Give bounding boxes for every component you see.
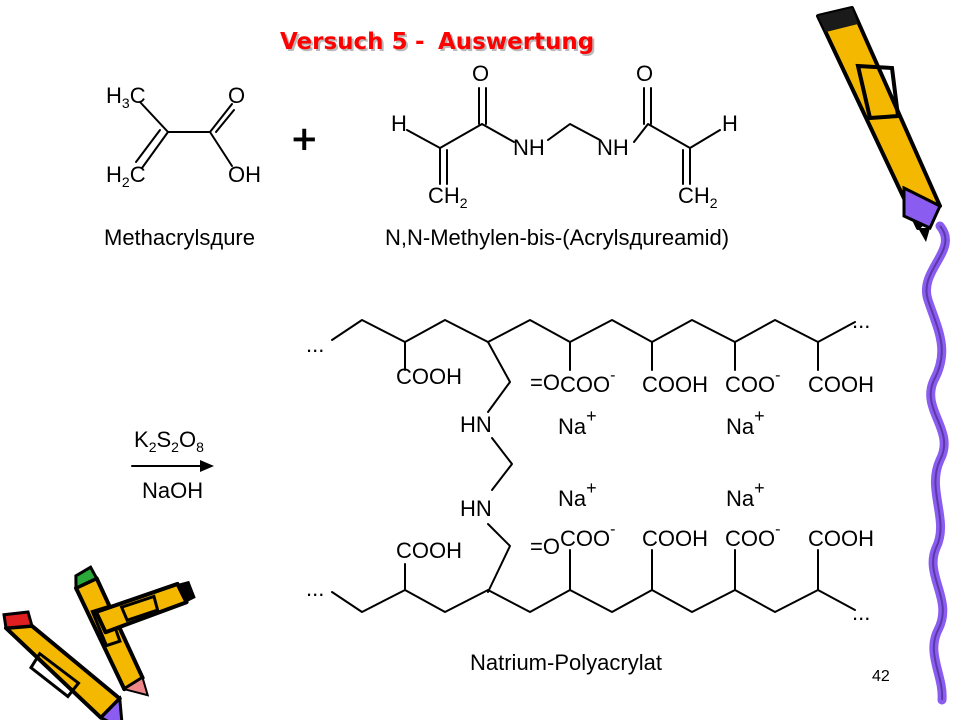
- bond-right-cc-double: [682, 147, 691, 185]
- bond-methylene-bridge: [547, 123, 601, 141]
- bond-chain: [139, 101, 233, 133]
- title-main-shadow: Versuch 5: [282, 31, 410, 57]
- atom-h2c: H2C: [106, 162, 146, 190]
- atom-nh-right: NH: [597, 135, 629, 160]
- wavy-line-edge: [925, 225, 947, 701]
- bond-coh: [209, 131, 233, 167]
- bottom-group-2: COO-: [560, 521, 615, 551]
- pencils-bottom-left-icon: [2, 565, 196, 720]
- title-sep: -: [415, 29, 425, 55]
- top-carbonyl-o: =O: [530, 370, 560, 395]
- top-ellipsis-left: ...: [306, 332, 324, 357]
- bottom-group-4: COO-: [725, 521, 780, 551]
- top-group-4: COO-: [725, 367, 780, 397]
- methacrylic-label: Methacrylsдure: [104, 225, 255, 250]
- atom-h3c: H3C: [106, 83, 146, 111]
- bond-left-co-double: [478, 87, 487, 125]
- title-main: Versuch 5: [280, 29, 408, 55]
- top-cation-2: Na+: [726, 406, 765, 439]
- top-group-2: COO-: [560, 367, 615, 397]
- bond-right-chain: [633, 123, 721, 149]
- slide-title: Versuch 5 Versuch 5 - Auswertung Auswert…: [280, 29, 596, 57]
- arrow-head-icon: [200, 460, 214, 472]
- bond-right-co-double: [643, 87, 652, 125]
- atom-o-right: O: [636, 61, 653, 86]
- condition-naoh: NaOH: [142, 478, 203, 503]
- bond-left-chain: [406, 123, 515, 149]
- atom-h-right: H: [722, 111, 738, 136]
- top-group-5: COOH: [808, 372, 874, 397]
- atom-o: O: [228, 83, 245, 108]
- atom-ch2-right: CH2: [678, 183, 718, 211]
- bottom-ellipsis-left: ...: [306, 576, 324, 601]
- atom-nh-left: NH: [513, 135, 545, 160]
- bottom-cation-1: Na+: [558, 478, 597, 511]
- reaction-arrow: K2S2O8 NaOH: [131, 427, 214, 503]
- bond-co-double: [215, 109, 235, 133]
- bond-left-cc-double: [439, 147, 448, 185]
- atom-oh: OH: [228, 162, 261, 187]
- pencil-top-right-icon: [816, 6, 942, 242]
- bottom-ellipsis-right: ...: [852, 600, 870, 625]
- bisacrylamide-structure: H H O O NH NH CH2 CH2 N,N-Methylen-bis-(…: [385, 61, 738, 250]
- plus-sign: +: [290, 119, 319, 159]
- atom-o-left: O: [472, 61, 489, 86]
- top-group-3: COOH: [642, 372, 708, 397]
- bottom-backbone: [331, 589, 856, 613]
- crosslink-bottom-amide: [487, 523, 511, 593]
- top-cation-1: Na+: [558, 406, 597, 439]
- methacrylic-acid-structure: H3C H2C O OH Methacrylsдure: [104, 83, 261, 250]
- bottom-carbonyl-o: =O: [530, 534, 560, 559]
- top-ellipsis-right: ...: [852, 308, 870, 333]
- product-label: Natrium-Polyacrylat: [470, 650, 662, 675]
- crosslink-top-amide: [487, 341, 511, 413]
- page-number: 42: [872, 668, 890, 685]
- atom-h-left: H: [391, 111, 407, 136]
- wavy-line-icon: [921, 221, 950, 705]
- title-sub-shadow: Auswertung: [440, 31, 596, 57]
- bottom-cation-2: Na+: [726, 478, 765, 511]
- top-backbone: [331, 319, 856, 343]
- polymer-structure: ... ... COOH COO- COOH COO- COOH Na+ Na+…: [306, 308, 874, 675]
- bottom-hn: HN: [460, 496, 492, 521]
- bottom-group-3: COOH: [642, 526, 708, 551]
- top-hn: HN: [460, 412, 492, 437]
- crosslink-methylene: [491, 437, 513, 491]
- bottom-group-5: COOH: [808, 526, 874, 551]
- title-sub: Auswertung: [438, 29, 594, 55]
- bottom-group-1: COOH: [396, 538, 462, 563]
- condition-k2s2o8: K2S2O8: [134, 427, 204, 455]
- atom-ch2-left: CH2: [428, 183, 468, 211]
- bond-cc-double: [135, 129, 169, 169]
- bisacrylamide-label: N,N-Methylen-bis-(Acrylsдureamid): [385, 225, 729, 250]
- top-group-1: COOH: [396, 364, 462, 389]
